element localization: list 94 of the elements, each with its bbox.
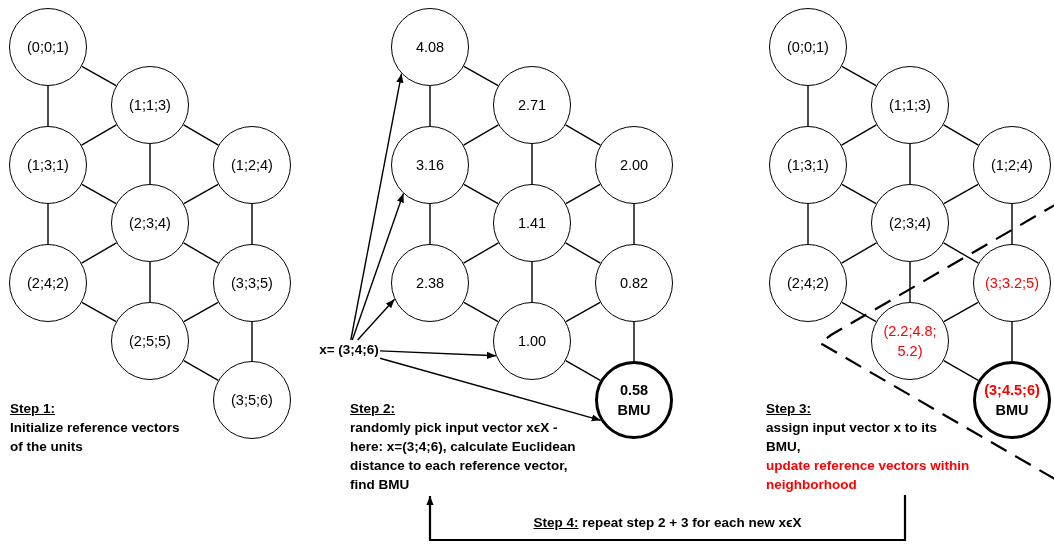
input-vector-label: x= (3;4;6) [318,341,380,359]
connector-line [943,301,979,323]
connector-line [531,143,533,185]
bmu-label: BMU [617,401,651,420]
connector-line [463,183,499,205]
edge-label: Step 4: repeat step 2 + 3 for each new xϵX [530,515,805,530]
distance-value: 2.00 [619,156,649,175]
unit-circle [871,302,949,380]
vector-value: (2.2;4.8; 5.2) [882,322,938,361]
step-heading: Step 3: [766,400,812,418]
connector-line [462,124,500,146]
connector-line [81,301,117,323]
vector-value: (2;4;2) [27,274,69,293]
connector-line [841,301,877,323]
arrow [351,192,405,341]
connector-line [565,183,601,205]
connector-line [909,143,911,185]
vector-value: (2;3;4) [129,214,171,233]
step-description: assign input vector x to its BMU, [766,419,939,456]
vector-value: (1;3;1) [27,156,69,175]
connector-line [807,203,809,245]
connector-line [942,124,980,146]
arrow [350,72,404,341]
step-heading: Step 1: [10,400,56,418]
arrow [379,357,602,422]
connector-line [807,85,809,127]
connector-line [841,65,877,87]
connector-line [463,301,499,323]
connector-line [463,65,499,87]
arrow [379,350,497,359]
connector-line [429,85,431,127]
distance-value: 0.82 [619,274,649,293]
connector-line [251,203,253,245]
connector-line [80,124,118,146]
connector-line [633,321,635,362]
distance-value: 4.08 [415,38,445,57]
connector-line [81,183,117,205]
connector-line [251,321,253,362]
bmu-label: BMU [995,401,1029,420]
distance-value: 2.38 [415,274,445,293]
connector-line [942,242,980,264]
connector-line [182,124,220,146]
connector-line [429,203,431,245]
connector-line [183,301,219,323]
vector-value: (0;0;1) [787,38,829,57]
vector-value: (2;3;4) [889,214,931,233]
arrow [356,298,396,341]
vector-value: (1;2;4) [991,156,1033,175]
connector-line [841,183,877,205]
distance-value: 3.16 [415,156,445,175]
step-description: Initialize reference vectors of the units [10,419,180,456]
unit-circle [391,126,469,204]
vector-value: (3;3.2;5) [985,274,1039,293]
vector-value: (1;1;3) [889,96,931,115]
connector-line [80,242,118,264]
distance-value: 1.41 [517,214,547,233]
step-description: randomly pick input vector xϵX - here: x=(3;4;6), calculate Euclidean distance to each reference vector, find BMU [350,419,577,494]
connector-line [183,359,219,382]
distance-value: 2.71 [517,96,547,115]
connector-line [183,183,219,205]
vector-value: (3;5;6) [231,391,273,410]
vector-value: (0;0;1) [27,38,69,57]
connector-line [840,242,878,264]
connector-line [565,359,601,382]
vector-value: (1;1;3) [129,96,171,115]
connector-line [1011,203,1013,245]
connector-line [47,203,49,245]
connector-line [840,124,878,146]
distance-value: 0.58 [619,381,649,400]
vector-value: (1;3;1) [787,156,829,175]
distance-value: 1.00 [517,332,547,351]
vector-value: (1;2;4) [231,156,273,175]
connector-line [564,124,602,146]
connector-line [943,183,979,205]
vector-value: (3;4.5;6) [984,381,1040,400]
connector-line [149,261,151,303]
connector-line [531,261,533,303]
connector-line [909,261,911,303]
vector-value: (2;4;2) [787,274,829,293]
connector-line [564,242,602,264]
step-description: update reference vectors within neighborhood [766,457,971,494]
connector-line [565,301,601,323]
arrow [426,495,907,542]
connector-line [182,242,220,264]
vector-value: (3;3;5) [231,274,273,293]
vector-value: (2;5;5) [129,332,171,351]
step-heading: Step 2: [350,400,396,418]
connector-line [462,242,500,264]
connector-line [1011,321,1013,362]
connector-line [943,359,979,382]
connector-line [149,143,151,185]
connector-line [633,203,635,245]
connector-line [81,65,117,87]
connector-line [47,85,49,127]
